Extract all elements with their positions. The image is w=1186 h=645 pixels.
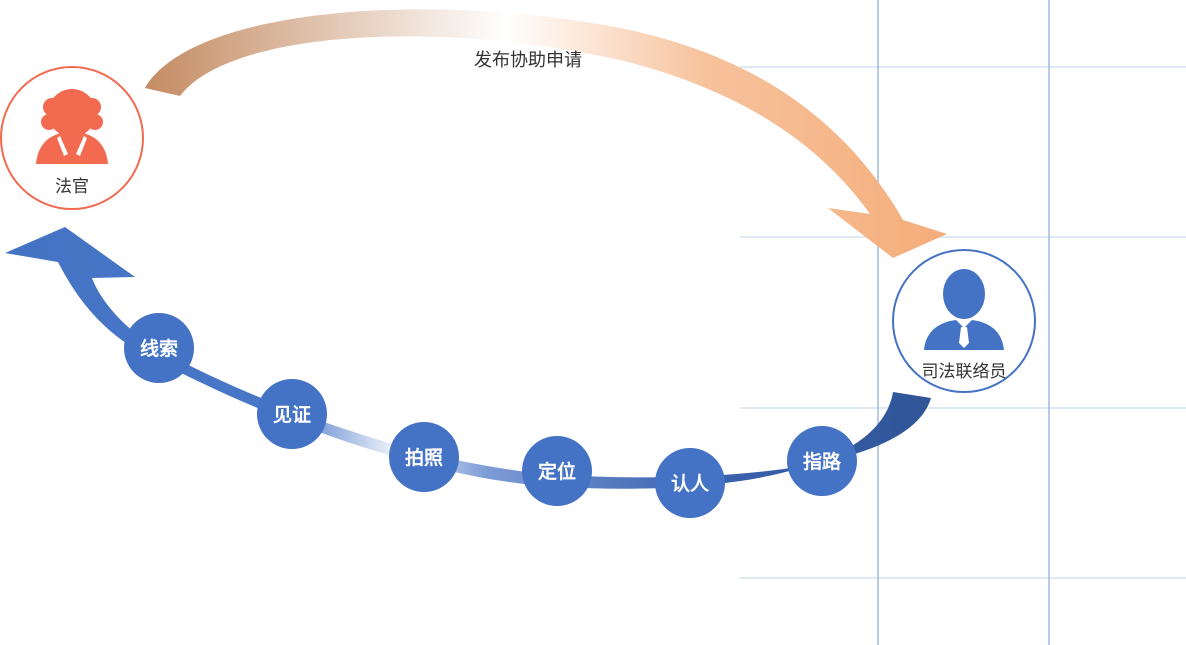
judge-node: 法官	[0, 66, 144, 210]
step-guide: 指路	[787, 426, 857, 496]
background-grid	[740, 0, 1186, 645]
step-identify: 认人	[655, 448, 725, 518]
judge-label: 法官	[55, 177, 89, 197]
step-locate-label: 定位	[538, 460, 576, 483]
top-arrow	[145, 9, 947, 259]
step-guide-label: 指路	[803, 450, 842, 473]
top-arrow-label: 发布协助申请	[474, 50, 582, 71]
liaison-node: 司法联络员	[892, 249, 1036, 393]
liaison-label: 司法联络员	[922, 362, 1007, 382]
person-icon	[924, 269, 1004, 350]
step-clue: 线索	[124, 313, 194, 383]
bottom-arrow	[5, 227, 931, 489]
step-photo-label: 拍照	[405, 446, 443, 469]
step-witness-label: 见证	[273, 404, 311, 426]
judge-icon	[36, 89, 108, 164]
step-clue-label: 线索	[140, 337, 178, 360]
step-witness: 见证	[257, 379, 327, 449]
step-photo: 拍照	[389, 422, 459, 492]
step-identify-label: 认人	[671, 472, 710, 495]
step-locate: 定位	[522, 436, 592, 506]
